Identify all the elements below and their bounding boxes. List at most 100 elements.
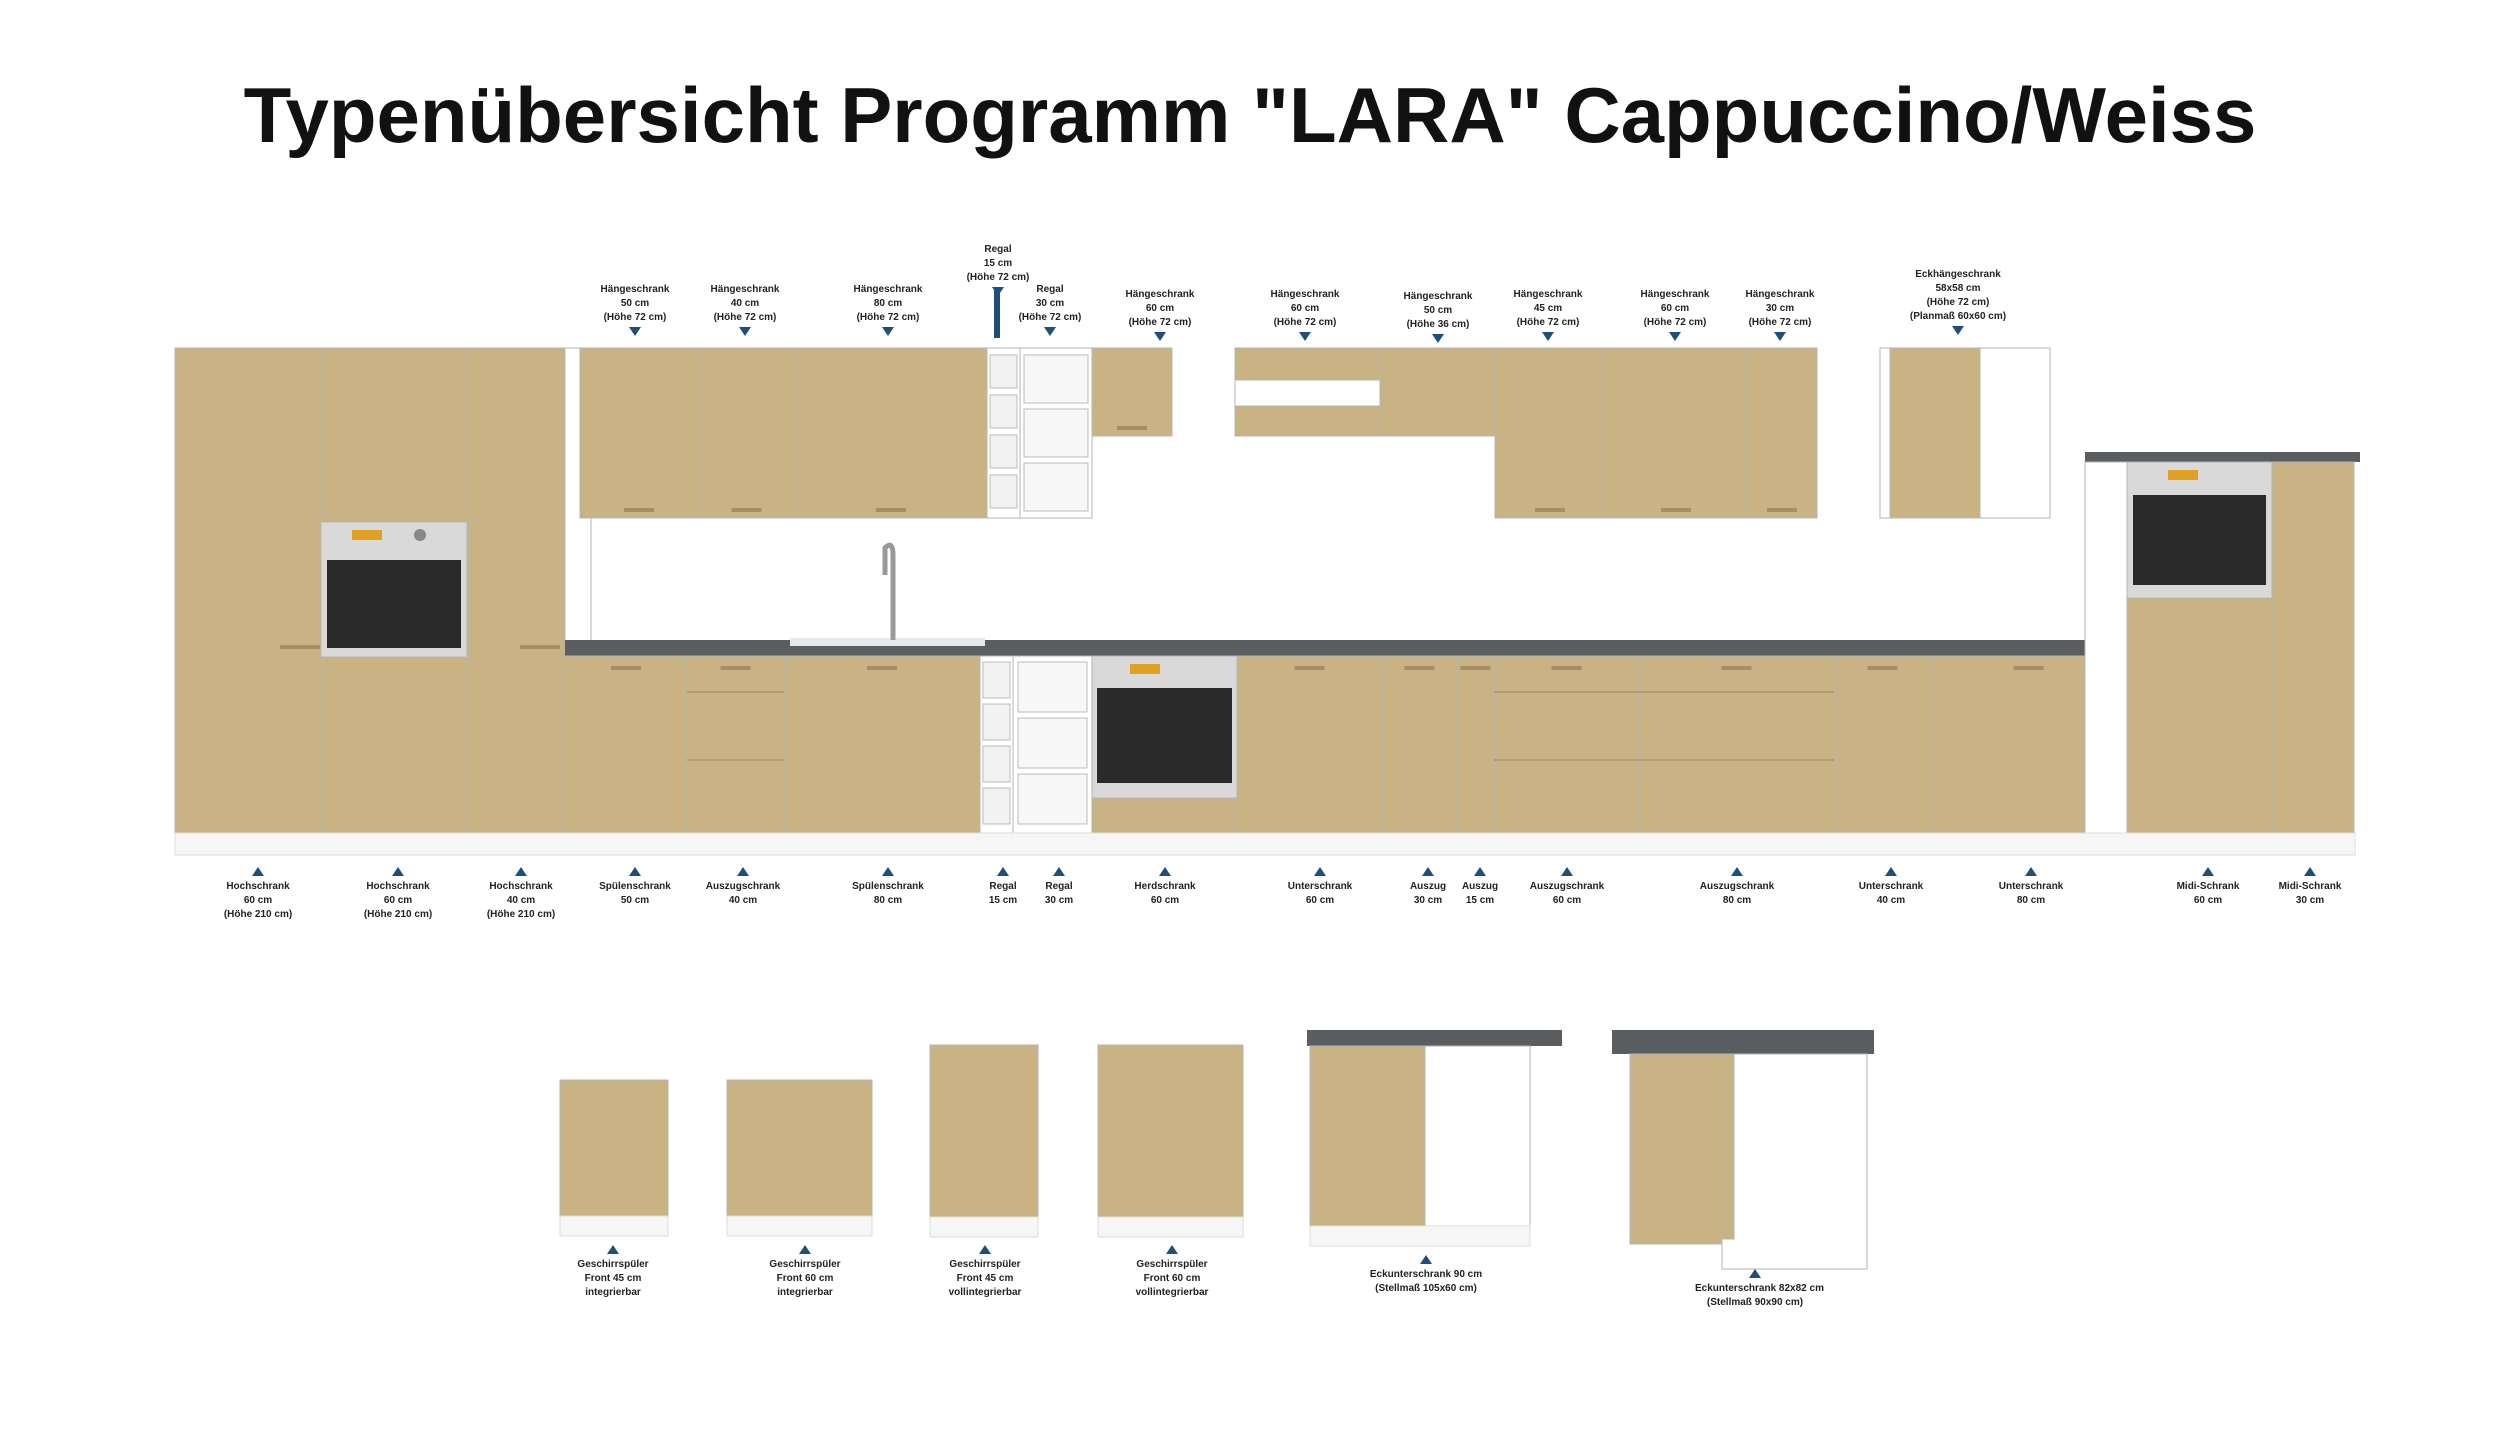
shelf-15-cell: [989, 434, 1018, 469]
label-eck-82: Eckunterschrank 82x82 cm(Stellmaß 90x90 …: [1695, 1282, 1824, 1310]
label-line: 15 cm: [988, 895, 1018, 906]
label-line: Geschirrspüler: [949, 1259, 1021, 1270]
dishwasher-front-60-voll: [1097, 1044, 1244, 1218]
midi-cabinet-60: [2126, 597, 2273, 834]
handle: [1721, 666, 1752, 670]
arrow-down-icon: [1542, 332, 1554, 341]
handle: [280, 645, 320, 649]
regal-long-arrow: [994, 290, 1000, 338]
label-line: Geschirrspüler: [769, 1259, 841, 1270]
label-line: Auszugschrank: [705, 881, 781, 892]
corner-wall-front: [1889, 347, 1981, 519]
arrow-up-icon: [252, 867, 264, 876]
dishwasher-front-45-int: [559, 1079, 669, 1217]
label-line: Hängeschrank: [853, 284, 923, 295]
label-spuele-50: Spülenschrank 50 cm: [575, 880, 695, 908]
label-line: Hochschrank: [489, 881, 553, 892]
label-line: 45 cm: [1533, 303, 1563, 314]
label-line: Auszugschrank: [1529, 881, 1605, 892]
label-line: Midi-Schrank: [2176, 881, 2240, 892]
handle: [624, 508, 654, 512]
label-line: integrierbar: [777, 1287, 833, 1298]
label-line: Regal: [989, 881, 1017, 892]
label-line: Unterschrank: [1998, 881, 2064, 892]
label-line: (Höhe 210 cm): [486, 909, 556, 920]
corner82-body: [1721, 1053, 1868, 1270]
oven-glass-base: [1097, 688, 1232, 783]
label-line: 30 cm: [1044, 895, 1074, 906]
label-line: Front 45 cm: [584, 1273, 642, 1284]
arrow-down-icon: [1299, 332, 1311, 341]
label-line: Hängeschrank: [710, 284, 780, 295]
label-regal-15: Regal 15 cm: [943, 880, 1063, 908]
arrow-up-icon: [799, 1245, 811, 1254]
midi-cabinet-30: [2271, 461, 2355, 834]
hood-opening: [1234, 379, 1381, 407]
label-line: 50 cm: [620, 895, 650, 906]
oven-glass-midi: [2133, 495, 2266, 585]
label-line: (Höhe 72 cm): [1926, 297, 1990, 308]
label-line: Hochschrank: [366, 881, 430, 892]
label-line: Hängeschrank: [1270, 289, 1340, 300]
arrow-up-icon: [607, 1245, 619, 1254]
label-line: 60 cm: [1145, 303, 1175, 314]
label-line: Unterschrank: [1858, 881, 1924, 892]
arrow-up-icon: [1474, 867, 1486, 876]
handle: [1404, 666, 1435, 670]
shelf-30-cell: [1023, 462, 1089, 512]
page-title: Typenübersicht Programm "LARA" Cappuccin…: [243, 71, 2257, 159]
arrow-up-icon: [1561, 867, 1573, 876]
arrow-up-icon: [1885, 867, 1897, 876]
oven-glass-tall: [327, 560, 461, 648]
arrow-up-icon: [882, 867, 894, 876]
worktop-midi: [2085, 452, 2360, 462]
label-line: 60 cm: [383, 895, 413, 906]
label-line: Spülenschrank: [599, 881, 671, 892]
label-line: Hängeschrank: [1745, 289, 1815, 300]
handle: [1867, 666, 1898, 670]
label-line: 40 cm: [506, 895, 536, 906]
label-line: 60 cm: [1660, 303, 1690, 314]
base-cabinet-auszugschrank-60: [1493, 655, 1640, 834]
label-line: 60 cm: [1552, 895, 1582, 906]
base-cabinet-unter-60: [1236, 655, 1383, 834]
label-line: Herdschrank: [1134, 881, 1196, 892]
label-line: (Höhe 72 cm): [713, 312, 777, 323]
label-line: (Höhe 72 cm): [1748, 317, 1812, 328]
label-line: 50 cm: [1423, 305, 1453, 316]
label-line: (Höhe 210 cm): [223, 909, 293, 920]
arrow-up-icon: [515, 867, 527, 876]
shelf-15-cell: [989, 394, 1018, 429]
wall-cabinet-wall-60a: [1091, 347, 1173, 437]
handle: [1661, 508, 1691, 512]
tall-cabinet-40: [467, 347, 566, 834]
handle: [611, 666, 641, 670]
arrow-down-icon: [992, 287, 1004, 296]
handle: [731, 508, 762, 512]
handle: [1117, 426, 1147, 430]
label-line: Front 60 cm: [1143, 1273, 1201, 1284]
label-line: Front 45 cm: [956, 1273, 1014, 1284]
label-line: (Höhe 72 cm): [1128, 317, 1192, 328]
label-line: Regal: [984, 244, 1012, 255]
label-line: Hängeschrank: [1403, 291, 1473, 302]
handle: [876, 508, 906, 512]
label-auszugschrank-60: Auszugschrank 60 cm: [1507, 880, 1627, 908]
arrow-down-icon: [1952, 326, 1964, 335]
arrow-up-icon: [1314, 867, 1326, 876]
label-line: 60 cm: [1290, 303, 1320, 314]
